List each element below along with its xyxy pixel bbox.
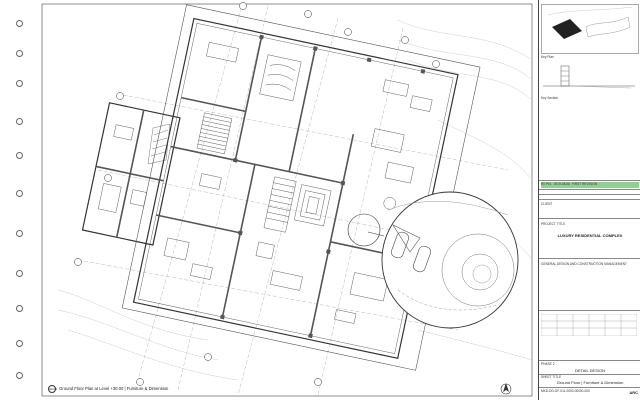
drawing-number: MKD-DD-GF-011-0000-00000-000 bbox=[541, 389, 590, 393]
info-grid bbox=[540, 313, 639, 337]
floor-plan-drawing bbox=[38, 0, 536, 400]
drawing-frame bbox=[41, 3, 533, 397]
divider bbox=[539, 189, 640, 190]
sheet-title: Ground Floor | Furniture & Dimension bbox=[556, 380, 624, 385]
revision-no: R0 Ph1 bbox=[541, 182, 552, 186]
logo: ARC bbox=[629, 390, 638, 395]
phase-value: DETAIL DESIGN bbox=[574, 368, 605, 373]
divider bbox=[539, 218, 640, 219]
drawing-caption: GF.01 Ground Floor Plan at Level +30.00 … bbox=[48, 385, 168, 393]
binder-hole bbox=[16, 152, 23, 159]
binder-hole bbox=[16, 80, 23, 87]
revision-date: 2019-08-08 bbox=[553, 182, 570, 186]
divider bbox=[539, 374, 640, 375]
revision-row: R0 Ph1 2019-08-08 FIRST REVISION bbox=[541, 182, 639, 188]
binder-hole bbox=[16, 372, 23, 379]
binder-hole bbox=[16, 230, 23, 237]
floor-plan-svg bbox=[41, 1, 533, 397]
binder-hole bbox=[16, 20, 23, 27]
binder-hole bbox=[16, 270, 23, 277]
key-plan-svg bbox=[547, 6, 633, 39]
key-section-svg bbox=[543, 65, 635, 89]
binder-margin bbox=[0, 0, 38, 400]
title-block: Key Plan Key Section R0 Ph1 2019-08-08 F… bbox=[538, 0, 640, 400]
caption-text: Ground Floor Plan at Level +30.00 | Furn… bbox=[59, 386, 169, 391]
divider bbox=[539, 180, 640, 181]
binder-hole bbox=[16, 50, 23, 57]
project-title-label: PROJECT TITLE bbox=[541, 222, 566, 226]
hatch-area bbox=[147, 123, 171, 165]
divider bbox=[539, 194, 640, 195]
binder-hole bbox=[16, 305, 23, 312]
divider bbox=[539, 199, 640, 200]
scope-text: GENERAL DESIGN AND CONSTRUCTION MANAGEME… bbox=[541, 262, 627, 266]
binder-hole bbox=[16, 190, 23, 197]
key-plan-box bbox=[541, 4, 639, 54]
key-plan-label: Key Plan bbox=[541, 55, 554, 59]
divider bbox=[539, 310, 640, 311]
project-title: LUXURY RESIDENTIAL COMPLEX bbox=[557, 233, 623, 238]
sheet-title-label: SHEET TITLE bbox=[541, 375, 562, 379]
binder-hole bbox=[16, 340, 23, 347]
north-arrow-icon bbox=[500, 383, 512, 395]
divider bbox=[539, 387, 640, 388]
divider bbox=[539, 360, 640, 361]
key-section-box bbox=[541, 62, 639, 92]
info-grid-svg bbox=[540, 313, 638, 337]
divider bbox=[539, 258, 640, 259]
binder-hole bbox=[16, 118, 23, 125]
client-label: CLIENT bbox=[541, 202, 553, 206]
detail-callout bbox=[381, 191, 519, 329]
callout-marker bbox=[347, 213, 381, 247]
callout-leader bbox=[367, 231, 385, 237]
caption-number: GF.01 bbox=[48, 385, 58, 393]
revision-desc: FIRST REVISION bbox=[571, 182, 598, 186]
phase-label: PHASE 2 bbox=[541, 362, 555, 366]
key-section-label: Key Section bbox=[541, 96, 559, 100]
grid-bubbles bbox=[74, 2, 440, 386]
